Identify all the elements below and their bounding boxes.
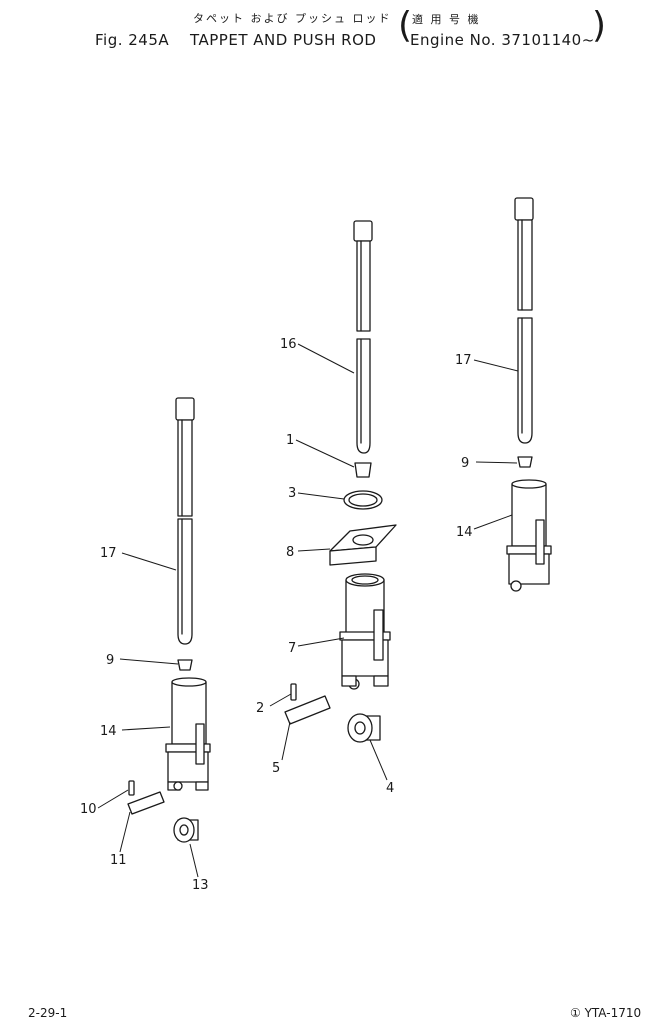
callout-3: 3: [288, 486, 296, 501]
cap-1: [354, 462, 372, 478]
jp-title: タペット および プッシュ ロッド: [193, 12, 392, 25]
push-rod-17-right: [514, 197, 534, 444]
callout-13: 13: [192, 878, 209, 893]
push-rod-left: [175, 397, 195, 645]
tappet-7: [339, 573, 391, 690]
callout-17-right: 17: [455, 353, 472, 368]
left-paren: (: [398, 5, 413, 46]
page-number: 2-29-1: [28, 1006, 68, 1020]
figure-number: Fig. 245A: [95, 31, 170, 49]
right-paren: ): [592, 5, 607, 46]
callout-9-left: 9: [106, 653, 114, 668]
roller-13: [173, 817, 199, 843]
jp-applicable-label: 適 用 号 機: [412, 13, 481, 26]
callout-9-right: 9: [461, 456, 469, 471]
pin-2: [290, 683, 297, 701]
cap-9-right: [517, 456, 533, 468]
callout-17-left: 17: [100, 546, 117, 561]
document-code: ① YTA-1710: [570, 1006, 642, 1020]
callout-5: 5: [272, 761, 280, 776]
callout-8: 8: [286, 545, 294, 560]
header: タペット および プッシュ ロッド Fig. 245A TAPPET AND P…: [0, 0, 663, 60]
callout-11: 11: [110, 853, 127, 868]
callout-16: 16: [280, 337, 297, 352]
callout-4: 4: [386, 781, 394, 796]
callout-10: 10: [80, 802, 97, 817]
engine-number: Engine No. 37101140~: [410, 31, 595, 49]
tappet-14-left: [165, 677, 211, 791]
guide-plate-8: [329, 524, 397, 566]
callout-1: 1: [286, 433, 294, 448]
callout-7: 7: [288, 641, 296, 656]
figure-title: TAPPET AND PUSH ROD: [190, 31, 377, 49]
push-rod-16: [353, 220, 373, 454]
cap-9-left: [177, 659, 193, 671]
callout-14-right: 14: [456, 525, 473, 540]
pin-5: [284, 695, 331, 725]
roller-4: [347, 713, 381, 743]
callout-14-left: 14: [100, 724, 117, 739]
pin-11: [127, 791, 165, 815]
pin-10: [128, 780, 135, 796]
leader-lines: [97, 343, 519, 878]
tappet-14-right: [506, 479, 552, 592]
callout-2: 2: [256, 701, 264, 716]
